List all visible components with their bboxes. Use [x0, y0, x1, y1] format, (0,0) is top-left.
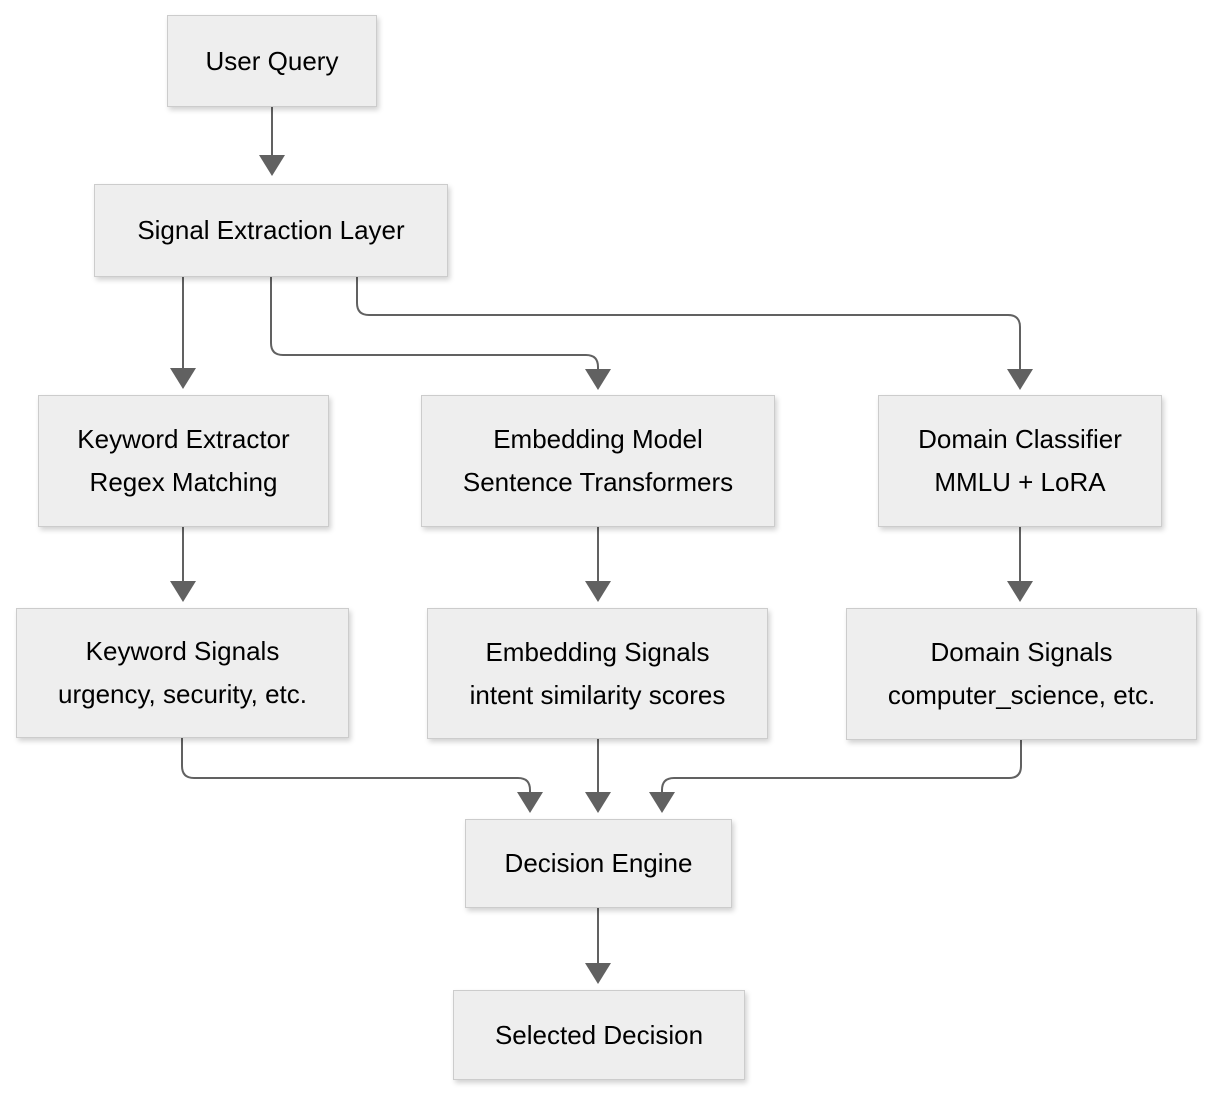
arrowhead	[649, 792, 675, 813]
arrowhead	[585, 792, 611, 813]
node-keyword-signals: Keyword Signals urgency, security, etc.	[16, 608, 349, 738]
node-label: Keyword Extractor	[77, 424, 290, 454]
arrowhead	[517, 792, 543, 813]
node-domain-classifier: Domain Classifier MMLU + LoRA	[878, 395, 1162, 527]
arrowhead	[1007, 581, 1033, 602]
node-label: Keyword Signals	[85, 636, 280, 666]
node-sublabel: MMLU + LoRA	[934, 467, 1106, 497]
node-label: Embedding Signals	[485, 636, 710, 667]
node-decision-engine: Decision Engine	[465, 819, 732, 908]
node-label: Domain Classifier	[918, 424, 1122, 454]
node-sublabel: Sentence Transformers	[462, 467, 734, 497]
edge-domain-classifier-to-domain-signals	[1007, 527, 1033, 602]
node-label: Selected Decision	[494, 1019, 704, 1050]
node-label: Decision Engine	[504, 848, 693, 878]
arrowhead	[259, 155, 285, 176]
arrowhead	[170, 368, 196, 389]
node-sublabel: urgency, security, etc.	[57, 679, 308, 709]
node-keyword-extractor: Keyword Extractor Regex Matching	[38, 395, 329, 527]
edge-user-query-to-signal-extraction	[259, 107, 285, 176]
edge-domain-signals-to-decision-engine	[649, 740, 1022, 813]
arrowhead	[1007, 369, 1033, 390]
node-embedding-model: Embedding Model Sentence Transformers	[421, 395, 775, 527]
node-sublabel: computer_science, etc.	[887, 680, 1156, 710]
node-domain-signals: Domain Signals computer_science, etc.	[846, 608, 1197, 740]
node-label: Signal Extraction Layer	[137, 215, 405, 245]
node-sublabel: Regex Matching	[89, 467, 278, 497]
edge-signal-extraction-to-keyword-extractor	[170, 277, 196, 389]
arrowhead	[585, 581, 611, 602]
edge-keyword-extractor-to-keyword-signals	[170, 527, 196, 602]
edge-embedding-model-to-embedding-signals	[585, 527, 611, 602]
node-selected-decision: Selected Decision	[453, 990, 745, 1080]
edge-signal-extraction-to-embedding-model	[270, 277, 611, 390]
node-embedding-signals: Embedding Signals intent similarity scor…	[427, 608, 768, 739]
node-label: User Query	[205, 45, 339, 76]
edge-decision-engine-to-selected-decision	[585, 908, 611, 984]
edge-signal-extraction-to-domain-classifier	[356, 277, 1033, 390]
node-signal-extraction-layer: Signal Extraction Layer	[94, 184, 448, 277]
node-user-query: User Query	[167, 15, 377, 107]
arrowhead	[585, 963, 611, 984]
edge-embedding-signals-to-decision-engine	[585, 739, 611, 813]
arrowhead	[170, 581, 196, 602]
arrowhead	[585, 369, 611, 390]
node-label: Embedding Model	[493, 424, 703, 454]
node-sublabel: intent similarity scores	[469, 679, 726, 710]
edge-keyword-signals-to-decision-engine	[181, 738, 543, 813]
node-label: Domain Signals	[930, 637, 1113, 667]
